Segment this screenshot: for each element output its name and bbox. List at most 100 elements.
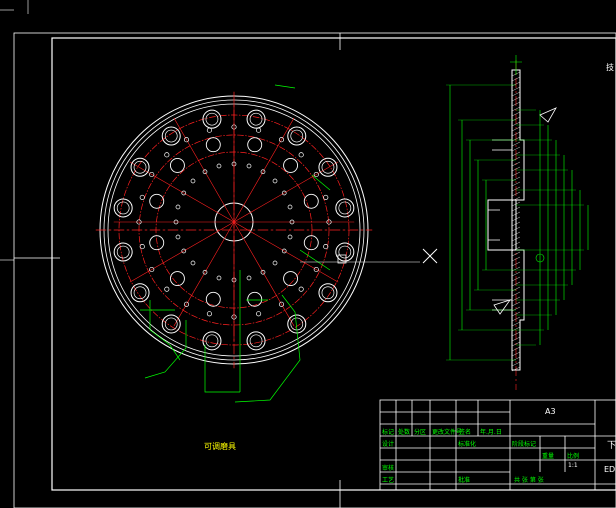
pin-hole bbox=[260, 169, 266, 175]
pin-hole bbox=[281, 248, 287, 254]
hatch-line bbox=[511, 281, 521, 287]
outer-hole bbox=[287, 314, 307, 334]
pin-hole bbox=[206, 127, 212, 133]
hatch-line bbox=[511, 201, 521, 207]
tb-header-3: 更改文件号 bbox=[432, 429, 463, 436]
tb-mid-1: 阶段标记 bbox=[512, 441, 537, 448]
tb-mid-0: 标准化 bbox=[458, 441, 477, 448]
outer-hole bbox=[113, 242, 133, 262]
mid-hole bbox=[283, 157, 299, 173]
hatch-line bbox=[511, 96, 521, 102]
scale-value: 1:1 bbox=[568, 462, 578, 469]
hatch-line bbox=[511, 166, 521, 172]
mid-hole bbox=[205, 291, 221, 307]
tb-header-2: 分区 bbox=[414, 429, 427, 436]
pin-hole bbox=[313, 171, 319, 178]
outer-hole bbox=[335, 198, 355, 218]
hatch-line bbox=[511, 266, 521, 272]
hatch-line bbox=[511, 101, 521, 107]
outer-hole bbox=[161, 314, 181, 334]
outer-hole-inner bbox=[205, 334, 219, 348]
outer-hole bbox=[202, 331, 222, 351]
outer-hole-inner bbox=[338, 201, 352, 215]
outer-hole-inner bbox=[249, 334, 263, 348]
mid-hole bbox=[283, 271, 299, 287]
mid-hole bbox=[303, 235, 319, 251]
hatch-line bbox=[511, 311, 521, 317]
mid-hole bbox=[205, 137, 221, 153]
mid-hole bbox=[247, 137, 263, 153]
pin-hole bbox=[323, 244, 329, 250]
outer-hole bbox=[130, 157, 150, 177]
hatch-line bbox=[511, 156, 521, 162]
pin-hole bbox=[202, 269, 208, 275]
outer-hole-inner bbox=[133, 286, 147, 300]
hatch-line bbox=[511, 361, 521, 367]
hatch-line bbox=[511, 256, 521, 262]
hatch-line bbox=[511, 141, 521, 147]
outer-bolt-holes bbox=[113, 109, 355, 351]
pin-hole bbox=[173, 219, 179, 225]
pin-hole bbox=[164, 152, 170, 158]
hatch-line bbox=[511, 321, 521, 327]
mid-hole bbox=[149, 193, 165, 209]
hatch-line bbox=[511, 351, 521, 357]
hatch-line bbox=[511, 356, 521, 362]
hatch-line bbox=[511, 91, 521, 97]
pin-hole bbox=[216, 163, 222, 169]
hatch-line bbox=[511, 171, 521, 177]
outer-hole-inner bbox=[164, 317, 178, 331]
pin-hole bbox=[190, 178, 196, 184]
sheet-border-outer bbox=[13, 32, 616, 508]
pin-hole bbox=[202, 169, 208, 175]
corner-mark: 下 bbox=[607, 441, 616, 451]
mid-hole bbox=[149, 235, 165, 251]
pin-hole bbox=[183, 137, 190, 143]
corner-code: ED bbox=[604, 465, 616, 474]
mid-hole bbox=[247, 291, 263, 307]
hatch-line bbox=[511, 176, 521, 182]
hatch-line bbox=[511, 181, 521, 187]
hatch-line bbox=[511, 211, 521, 217]
tb-header-0: 标记 bbox=[382, 429, 395, 436]
hatch-line bbox=[511, 221, 521, 227]
hatch-line bbox=[511, 271, 521, 277]
hatch-line bbox=[511, 111, 521, 117]
outer-hole-inner bbox=[290, 129, 304, 143]
hatch-line bbox=[511, 146, 521, 152]
pin-hole bbox=[190, 260, 196, 266]
hatch-line bbox=[511, 261, 521, 267]
datum-circle bbox=[535, 253, 545, 263]
hatch-line bbox=[511, 296, 521, 302]
hatch-line bbox=[511, 286, 521, 292]
tb-header-1: 处数 bbox=[398, 429, 411, 436]
outer-hole bbox=[318, 157, 338, 177]
tb-row-3: 批准 bbox=[458, 477, 471, 484]
hatch-line bbox=[511, 236, 521, 242]
pin-hole bbox=[139, 194, 145, 200]
pin-hole bbox=[313, 266, 319, 273]
pin-hole bbox=[136, 219, 142, 225]
pin-hole bbox=[256, 127, 262, 133]
hatch-line bbox=[511, 76, 521, 82]
outer-hole-inner bbox=[133, 160, 147, 174]
pin-hole bbox=[281, 190, 287, 196]
sheet-border-inner bbox=[51, 37, 616, 491]
tb-header-4: 签名 bbox=[459, 429, 472, 436]
hatch-line bbox=[511, 121, 521, 127]
pin-hole bbox=[260, 269, 266, 275]
pin-hole bbox=[272, 178, 278, 184]
tb-header-5: 年.月.日 bbox=[480, 429, 502, 436]
hatch-line bbox=[511, 251, 521, 257]
mid-hole bbox=[303, 193, 319, 209]
hatch-line bbox=[511, 291, 521, 297]
hatch-line bbox=[511, 316, 521, 322]
hatch-line bbox=[511, 331, 521, 337]
pin-hole bbox=[139, 244, 145, 250]
title-block bbox=[379, 399, 616, 491]
boss-top bbox=[492, 139, 513, 151]
pin-hole bbox=[216, 275, 222, 281]
outer-hole bbox=[287, 126, 307, 146]
